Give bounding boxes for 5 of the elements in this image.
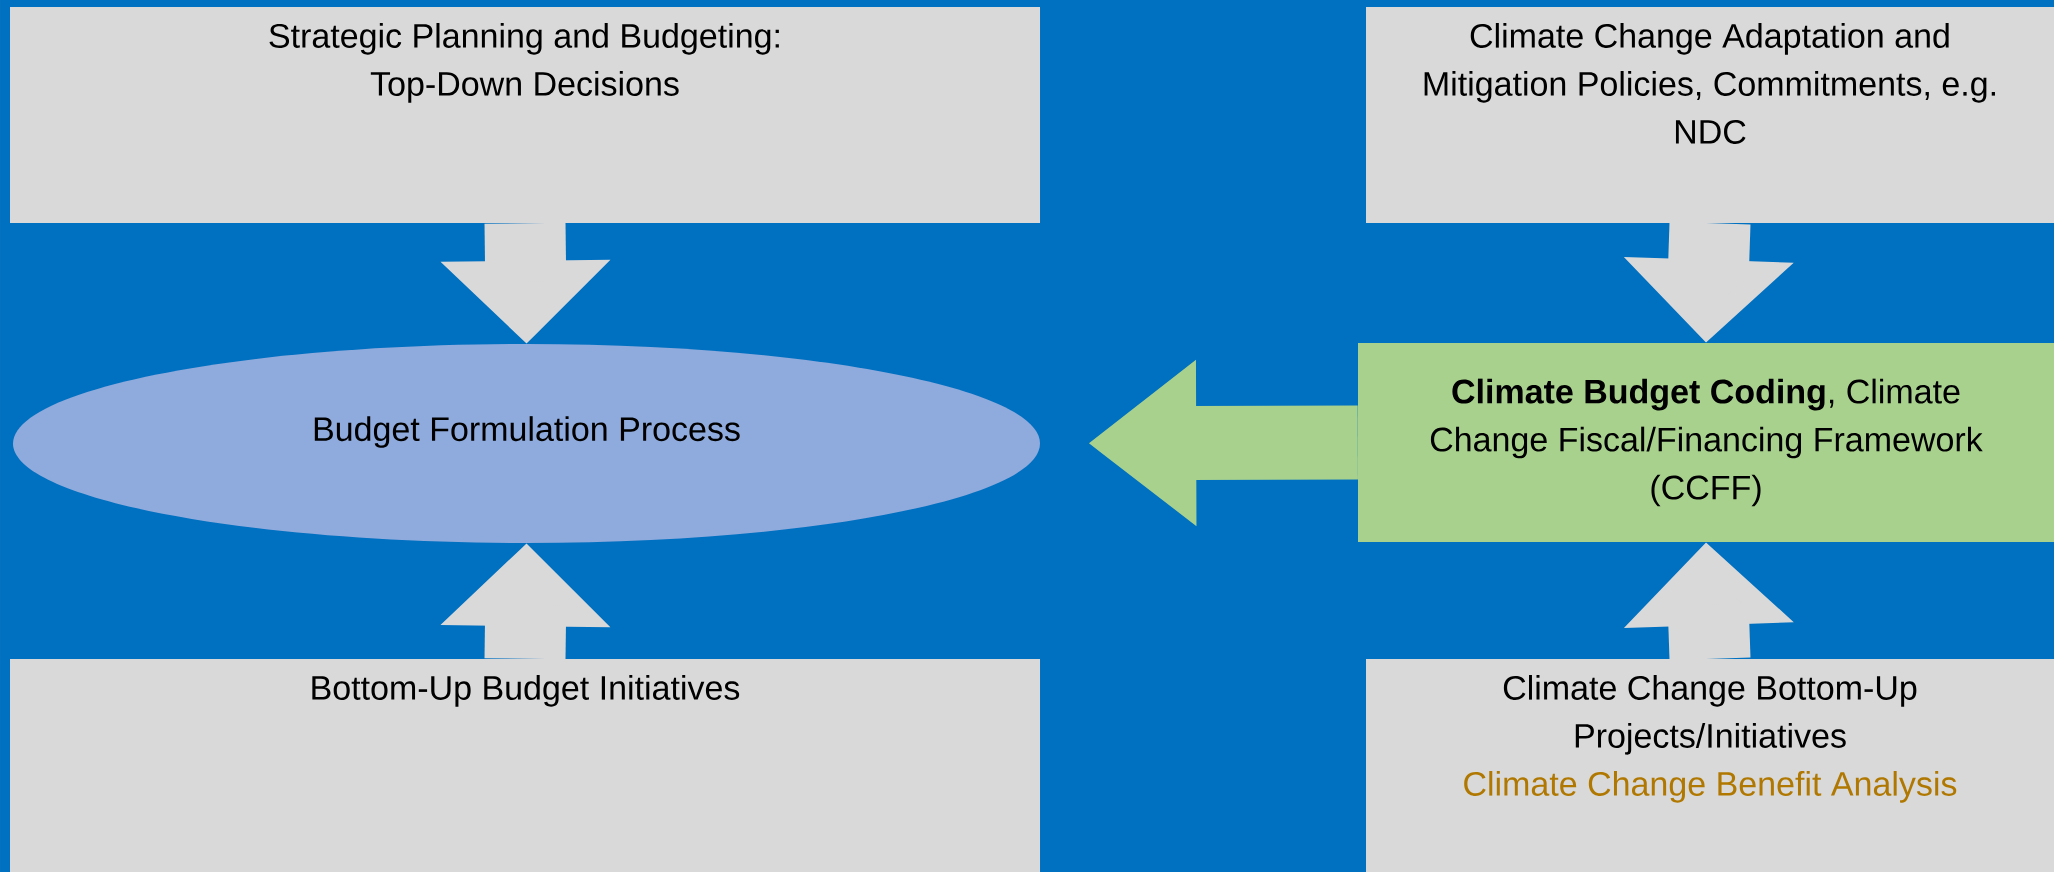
process-box: Strategic Planning and Budgeting: Top-Down Decisions	[10, 7, 1040, 223]
process-box: Climate Budget Coding, Climate Change Fiscal/Financing Framework (CCFF)	[1358, 343, 2054, 542]
process-box: Climate Change Adaptation and Mitigation Policies, Commitments, e.g. NDC	[1366, 7, 2054, 223]
process-box: Bottom-Up Budget Initiatives	[10, 659, 1040, 872]
process-box: Climate Change Bottom-Up Projects/Initiatives Climate Change Benefit Analysis	[1366, 659, 2054, 872]
